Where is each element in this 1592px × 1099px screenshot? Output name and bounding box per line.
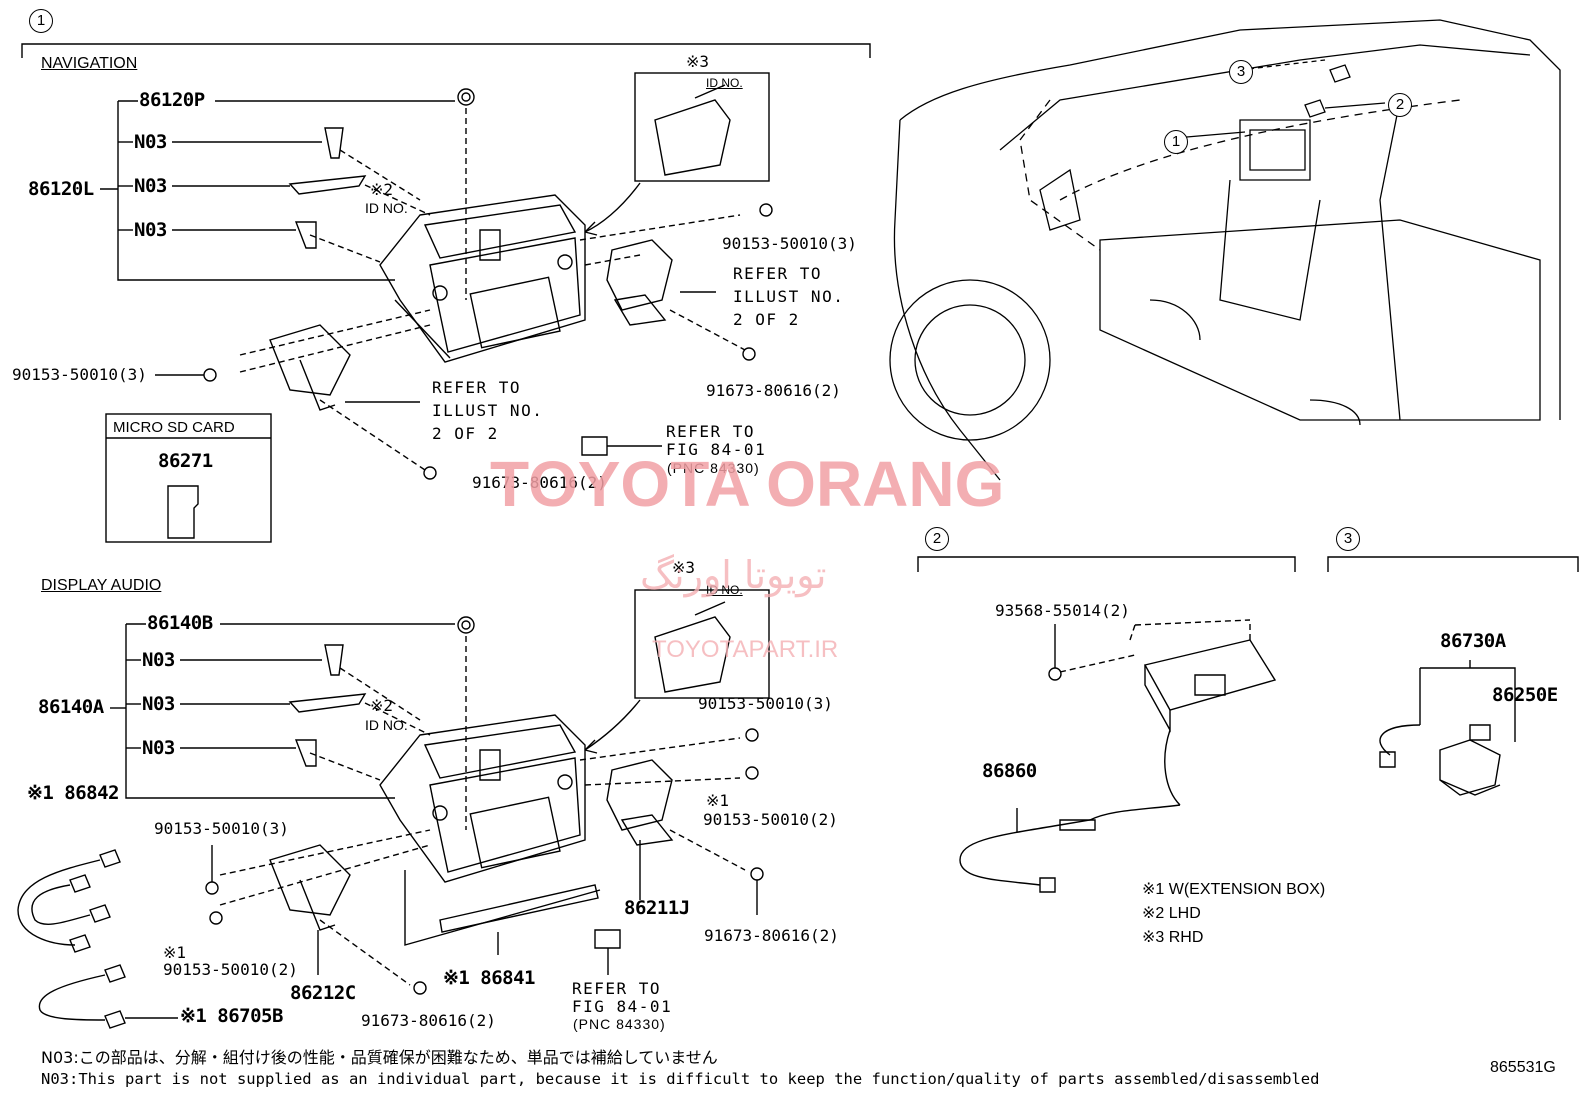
da-id-no-label: ID NO.: [365, 717, 408, 733]
micro-sd-card-label: MICRO SD CARD: [113, 419, 235, 436]
da-rhd-mark: ※3: [672, 558, 696, 577]
section2-number: 2: [925, 527, 949, 551]
part-n03-da-2[interactable]: N03: [142, 693, 175, 715]
da-extbox-mark-b: ※1: [163, 943, 187, 962]
bolt-93568[interactable]: 93568-55014(2): [995, 601, 1130, 620]
vehicle-callout-3: 3: [1229, 60, 1253, 84]
bolt-91673-nav-bottom[interactable]: 91673-80616(2): [472, 473, 607, 492]
section3-bracket: [1327, 556, 1579, 572]
part-n03-da-1[interactable]: N03: [142, 649, 175, 671]
da-extbox-mark-a: ※1: [706, 791, 730, 810]
section1-bracket: [21, 43, 871, 58]
part-86860[interactable]: 86860: [982, 760, 1037, 782]
nav-rhd-id-no: ID NO.: [706, 76, 743, 90]
bolt-90153-da-right2[interactable]: 90153-50010(2): [703, 810, 838, 829]
da-refer-fig: REFER TO FIG 84-01: [572, 979, 673, 1016]
part-n03-nav-1[interactable]: N03: [134, 131, 167, 153]
legend-item-2: ※2 LHD: [1142, 905, 1201, 922]
navigation-header: NAVIGATION: [41, 55, 138, 72]
nav-refer-fig: REFER TO FIG 84-01: [666, 422, 767, 459]
nav-pnc: (PNC 84330): [667, 460, 760, 476]
bolt-90153-nav-left[interactable]: 90153-50010(3): [12, 365, 147, 384]
part-86841[interactable]: ※1 86841: [443, 967, 536, 989]
nav-lhd-mark: ※2: [370, 180, 394, 199]
extension-box-86860: [959, 619, 1277, 893]
part-n03-da-3[interactable]: N03: [142, 737, 175, 759]
figure-code: 865531G: [1490, 1059, 1556, 1076]
display-audio-header: DISPLAY AUDIO: [41, 577, 162, 594]
part-86140A[interactable]: 86140A: [38, 696, 104, 718]
vehicle-callout-1: 1: [1164, 130, 1188, 154]
part-86120L[interactable]: 86120L: [28, 178, 94, 200]
part-n03-nav-2[interactable]: N03: [134, 175, 167, 197]
watermark-url: TOYOTAPART.IR: [652, 636, 839, 663]
note-n03-japanese: N03:この部品は、分解・組付け後の性能・品質確保が困難なため、単品では補給して…: [41, 1048, 718, 1067]
part-86250E[interactable]: 86250E: [1492, 684, 1558, 706]
nav-refer-illust-left: REFER TO ILLUST NO. 2 OF 2: [432, 378, 544, 443]
bolt-91673-nav-right[interactable]: 91673-80616(2): [706, 381, 841, 400]
bolt-90153-da-left3[interactable]: 90153-50010(3): [154, 819, 289, 838]
bolt-90153-nav-right[interactable]: 90153-50010(3): [722, 234, 857, 253]
bolt-90153-da-left2[interactable]: 90153-50010(2): [163, 960, 298, 979]
nav-rhd-mark: ※3: [686, 52, 710, 71]
bolt-91673-da-right[interactable]: 91673-80616(2): [704, 926, 839, 945]
da-lhd-mark: ※2: [370, 696, 394, 715]
camera-86250E: [1379, 660, 1516, 796]
watermark-main: TOYOTA ORANG: [490, 448, 1005, 520]
part-86140B[interactable]: 86140B: [147, 612, 213, 634]
display-audio-head-unit: [379, 714, 586, 883]
da-pnc: (PNC 84330): [573, 1016, 666, 1032]
part-86730A[interactable]: 86730A: [1440, 630, 1506, 652]
section3-number: 3: [1336, 527, 1360, 551]
legend-item-1: ※1 W(EXTENSION BOX): [1142, 881, 1326, 898]
note-n03-english: N03:This part is not supplied as an indi…: [41, 1070, 1320, 1088]
part-86211J[interactable]: 86211J: [624, 897, 690, 919]
part-86705B[interactable]: ※1 86705B: [180, 1005, 283, 1027]
vehicle-callout-2: 2: [1388, 93, 1412, 117]
part-86120P[interactable]: 86120P: [139, 89, 205, 111]
nav-refer-illust-right: REFER TO ILLUST NO. 2 OF 2: [733, 264, 845, 329]
bolt-91673-da-bottom[interactable]: 91673-80616(2): [361, 1011, 496, 1030]
part-86212C[interactable]: 86212C: [290, 982, 356, 1004]
bolt-90153-da-top[interactable]: 90153-50010(3): [698, 694, 833, 713]
nav-head-unit: [379, 194, 586, 363]
section1-number: 1: [29, 9, 53, 33]
vehicle-interior-illustration: [889, 19, 1561, 481]
da-rhd-id-no: ID NO.: [706, 583, 743, 597]
watermark-persian: تویوتا اورنگ: [640, 553, 827, 597]
part-86842[interactable]: ※1 86842: [27, 782, 120, 804]
legend-item-3: ※3 RHD: [1142, 929, 1204, 946]
section2-bracket: [917, 556, 1296, 572]
nav-id-no-label: ID NO.: [365, 200, 408, 216]
part-n03-nav-3[interactable]: N03: [134, 219, 167, 241]
part-86271[interactable]: 86271: [158, 450, 213, 472]
